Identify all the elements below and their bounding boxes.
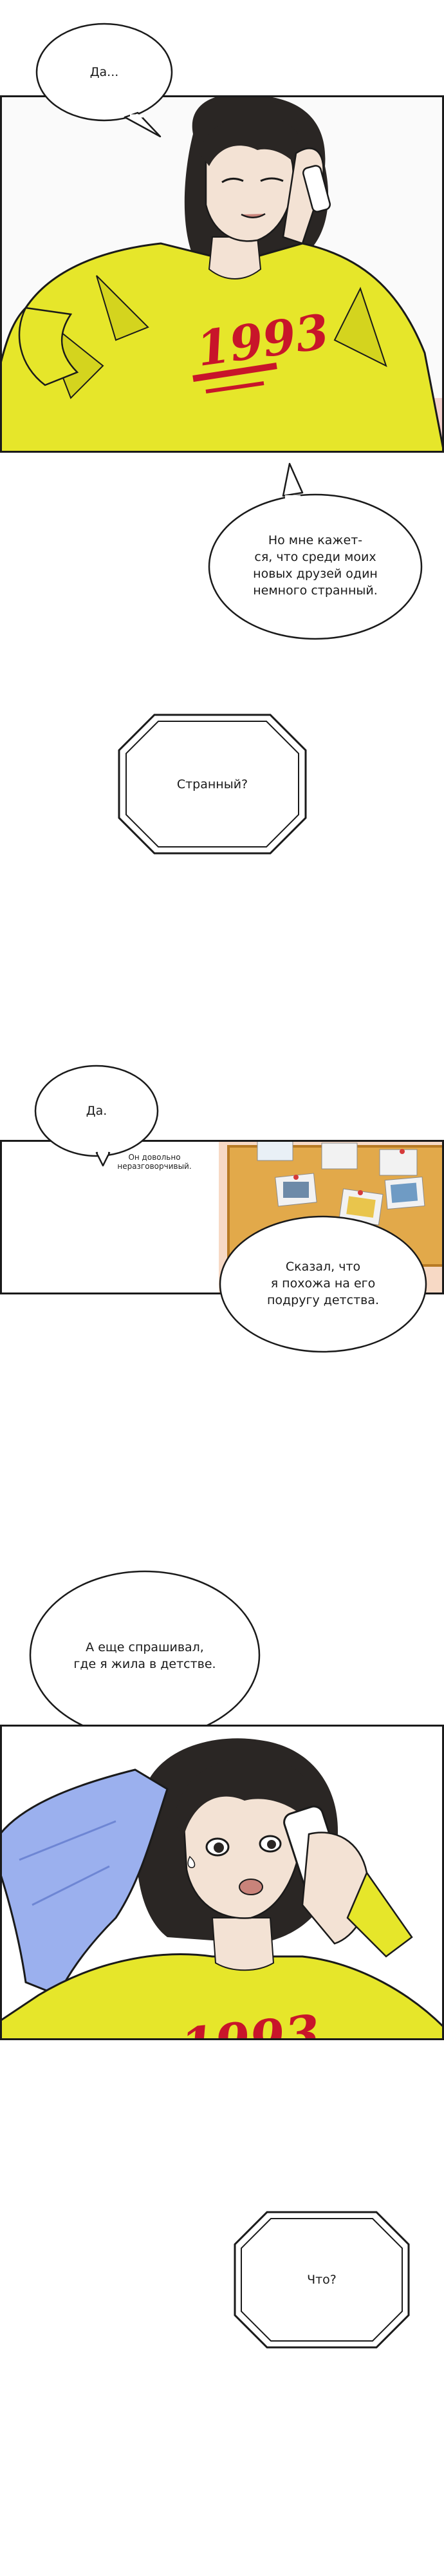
speech-bubble-5-line-2: я похожа на его	[270, 1276, 376, 1291]
whisper-note-line-2: неразговорчивый.	[117, 1162, 192, 1171]
whisper-note-line-1: Он довольно	[128, 1153, 181, 1162]
panel-3-art: 1993	[0, 1725, 444, 2040]
speech-bubble-6-line-1: А еще спрашивал,	[86, 1640, 204, 1654]
speech-bubble-5-line-1: Сказал, что	[285, 1260, 361, 1274]
speech-bubble-3-text: Странный?	[176, 777, 248, 791]
speech-bubble-2-line-1: Но мне кажет-	[268, 533, 363, 547]
speech-bubble-4-text: Да.	[86, 1104, 107, 1118]
speech-bubble-2-line-4: немного странный.	[253, 583, 378, 598]
speech-bubble-3	[118, 714, 307, 855]
panel-1-art: 1993	[0, 95, 444, 453]
speech-bubble-2	[208, 462, 423, 640]
speech-bubble-2-text: Но мне кажет- ся, что среди моих новых д…	[212, 532, 418, 599]
speech-bubble-7-text: Что?	[307, 2273, 337, 2287]
speech-bubble-2-line-2: ся, что среди моих	[254, 550, 376, 564]
panel-1: 1993	[0, 95, 444, 453]
speech-bubble-1-text: Да...	[89, 65, 119, 79]
speech-bubble-4	[34, 1065, 159, 1167]
whisper-note: Он довольно неразговорчивый.	[97, 1153, 212, 1171]
speech-bubble-2-line-3: новых друзей один	[253, 567, 378, 581]
speech-bubble-6-text: А еще спрашивал, где я жила в детстве.	[39, 1639, 251, 1672]
speech-bubble-5-text: Сказал, что я похожа на его подругу детс…	[227, 1258, 420, 1309]
speech-bubble-7	[234, 2211, 410, 2349]
speech-bubble-6-line-2: где я жила в детстве.	[73, 1657, 216, 1671]
speech-bubble-5	[219, 1215, 427, 1353]
speech-bubble-5-line-3: подругу детства.	[266, 1293, 380, 1307]
panel-3: 1993	[0, 1725, 444, 2040]
speech-bubble-1	[35, 23, 173, 138]
